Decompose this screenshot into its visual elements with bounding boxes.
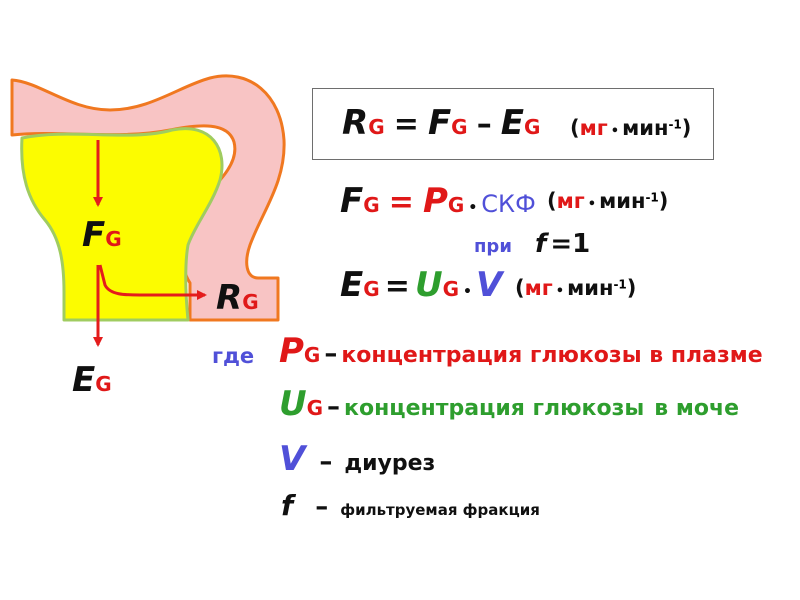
glomerulus-shape — [20, 127, 224, 322]
reabsorption-arrow — [98, 264, 207, 300]
tubule-shape — [10, 74, 286, 322]
equation-eg-unit: (мг•мин-1) — [515, 276, 637, 300]
legend-f-row: f–фильтруемая фракция — [281, 489, 540, 522]
label-fg: FG — [82, 215, 122, 255]
condition-f: f=1 — [535, 229, 591, 259]
equation-rg-unit: (мг•мин-1) — [570, 116, 692, 140]
legend-v-row: V–диурез — [279, 439, 436, 479]
label-eg: EG — [72, 360, 112, 400]
legend-pg-row: PG–концентрация глюкозы в плазме — [279, 331, 763, 371]
equation-eg: EG = UG•V — [340, 265, 503, 305]
equation-rg: RG = FG – EG — [342, 103, 541, 143]
main-equation-box — [312, 88, 714, 160]
condition-pri: при — [474, 236, 512, 257]
equation-fg: FG = PG•СКФ — [340, 181, 536, 221]
label-rg: RG — [216, 278, 259, 318]
nephron-diagram — [10, 74, 286, 347]
legend-gde: где — [212, 344, 255, 368]
equation-fg-unit: (мг•мин-1) — [547, 189, 669, 213]
